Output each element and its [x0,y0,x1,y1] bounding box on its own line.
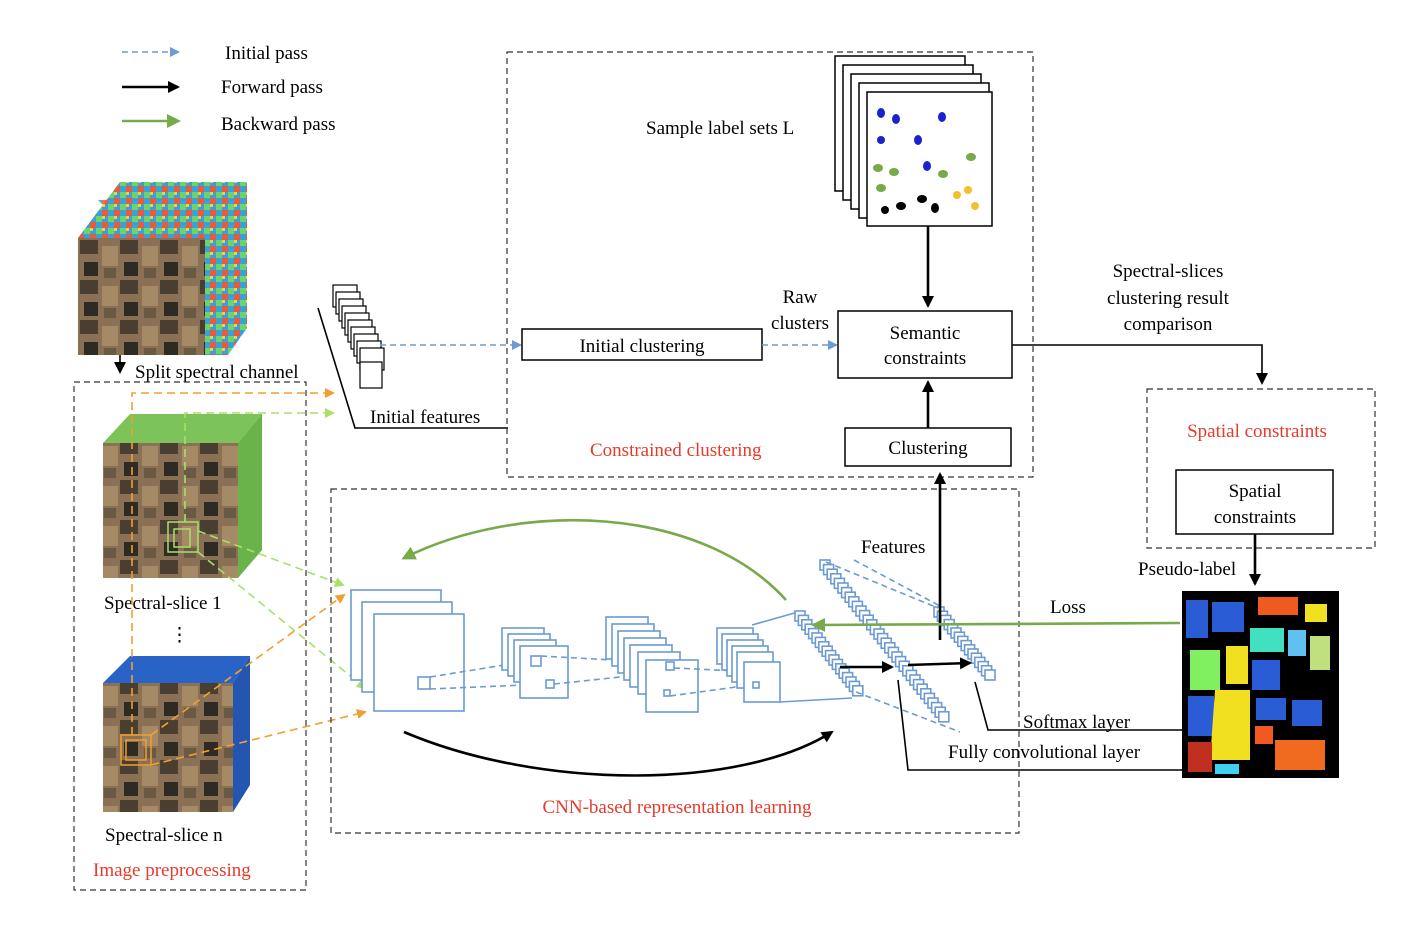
spectral-slice-n-label: Spectral-slice n [105,825,223,846]
legend: Initial pass Forward pass Backward pass [122,43,336,135]
cnn-representation-frame [330,488,1020,834]
spatial-constraints-box [1175,469,1334,535]
feature-map [937,710,950,723]
spatial-constraints-frame [1146,388,1376,549]
feature-map [851,684,864,697]
conv-block-1 [350,589,465,712]
loss-label: Loss [1050,597,1086,618]
conv-block-4 [716,627,781,703]
legend-initial-pass: Initial pass [225,43,308,64]
pseudo-label-label: Pseudo-label [1138,559,1236,580]
constraints-label: constraints [884,348,966,369]
sample-label-sets-label: Sample label sets L [646,118,794,139]
clustering-result-label: clustering result [1107,288,1230,309]
slice-ellipsis: ⋮ [170,625,189,646]
spectral-slice-n-cube [103,656,250,812]
initial-features-label: Initial features [370,407,480,428]
fully-conv-layer-label: Fully convolutional layer [948,742,1141,763]
image-preprocessing-frame [73,381,307,891]
cnn-representation-title: CNN-based representation learning [542,797,812,818]
spectral-slices-label: Spectral-slices [1113,261,1224,282]
semantic-constraints-box [837,310,1013,379]
initial-features-stack [332,284,385,389]
image-preprocessing-title: Image preprocessing [93,860,251,881]
constrained-clustering-frame [506,51,1034,478]
spectral-slice-1-cube [103,414,262,578]
feature-stack-c [933,606,996,681]
initial-clustering-box [521,328,763,361]
segmentation-map-icon [1182,591,1339,778]
spatial-label: Spatial [1229,481,1282,502]
features-label: Features [861,537,925,558]
conv-block-2 [501,627,569,699]
legend-backward-pass: Backward pass [221,114,336,135]
feature-stack-a [794,610,864,697]
constrained-clustering-title: Constrained clustering [590,440,762,461]
legend-forward-pass: Forward pass [221,77,323,98]
clusters-label: clusters [771,313,829,334]
spectral-slice-1-label: Spectral-slice 1 [104,593,222,614]
clustering-box [844,427,1012,467]
softmax-layer-label: Softmax layer [1023,712,1131,733]
clustering-label: Clustering [888,438,968,459]
initial-clustering-label: Initial clustering [579,336,705,357]
spatial-constraints-label: constraints [1214,507,1296,528]
semantic-label: Semantic [890,323,961,344]
spatial-constraints-title: Spatial constraints [1187,421,1327,442]
feature-stack-b [819,559,950,723]
conv-block-3 [605,616,699,713]
feature-map [984,669,996,681]
hyperspectral-cube-icon [78,182,247,355]
label-sheet-stack-icon [834,55,993,227]
split-spectral-channel-label: Split spectral channel [135,362,299,383]
comparison-label: comparison [1124,314,1213,335]
raw-label: Raw [783,287,818,308]
